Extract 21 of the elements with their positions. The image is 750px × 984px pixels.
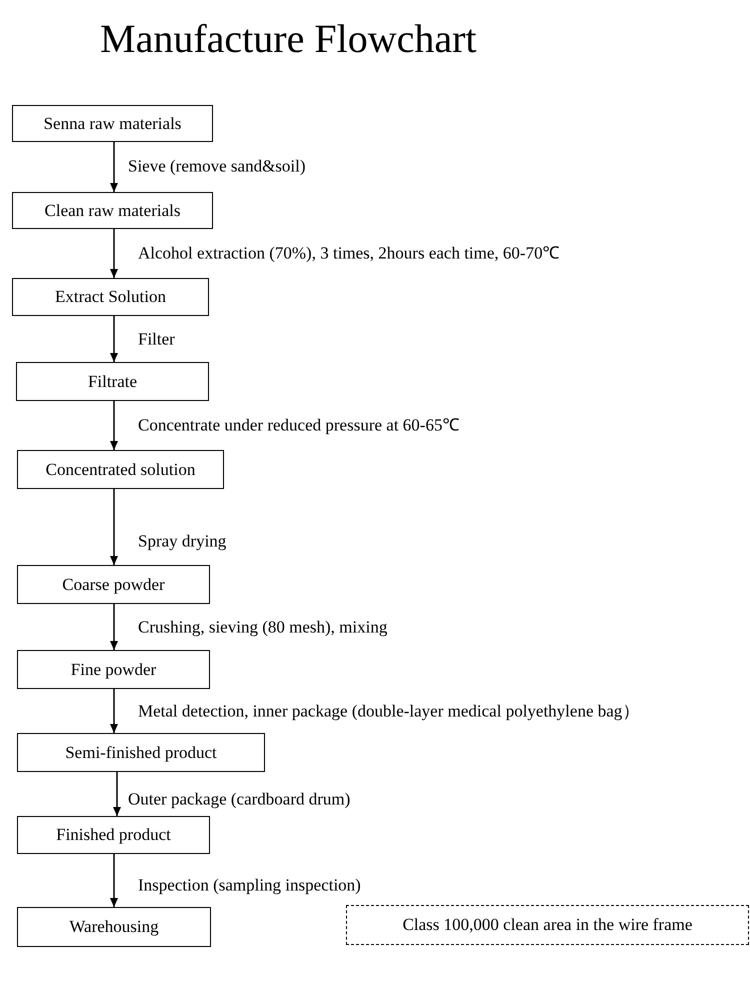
process-box: Senna raw materials — [12, 105, 213, 142]
legend-text: Class 100,000 clean area in the wire frame — [402, 914, 692, 936]
process-box: Coarse powder — [17, 565, 210, 604]
process-box: Finished product — [17, 816, 210, 854]
process-box: Semi-finished product — [17, 733, 265, 772]
arrow — [113, 772, 121, 816]
arrow — [110, 401, 118, 450]
arrow — [110, 229, 118, 278]
arrow — [110, 142, 118, 192]
process-box: Fine powder — [17, 650, 210, 689]
arrow — [110, 604, 118, 650]
process-box: Filtrate — [16, 362, 209, 401]
process-box: Concentrated solution — [17, 450, 224, 489]
arrow — [110, 489, 118, 565]
arrow — [110, 854, 118, 907]
process-box: Clean raw materials — [12, 192, 213, 229]
process-box: Extract Solution — [12, 278, 209, 316]
arrow — [110, 316, 118, 362]
process-box: Warehousing — [17, 907, 211, 947]
arrow — [110, 689, 118, 733]
title: Manufacture Flowchart — [100, 15, 477, 63]
